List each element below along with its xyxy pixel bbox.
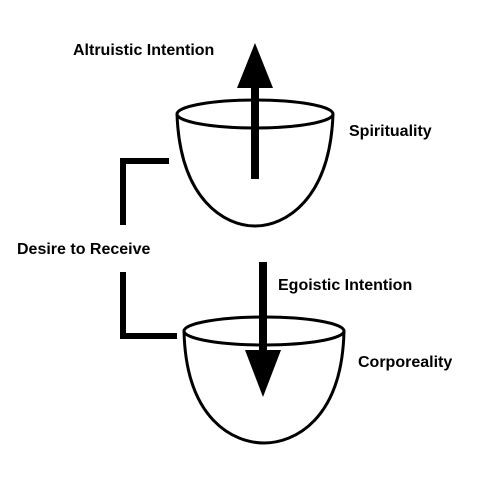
down-arrow-icon [245, 262, 281, 397]
spirituality-label: Spirituality [349, 123, 432, 140]
upper-bracket [120, 158, 169, 225]
down-arrow-head [245, 350, 281, 397]
up-arrow-head [237, 43, 273, 88]
upper-vessel-bowl [175, 113, 335, 228]
up-arrow-icon [237, 43, 273, 179]
desire-to-receive-label: Desire to Receive [17, 241, 151, 258]
desire-bracket [120, 158, 177, 339]
up-arrow-shaft [251, 84, 259, 179]
lower-bracket [120, 272, 177, 339]
down-arrow-shaft [259, 262, 267, 352]
egoistic-intention-label: Egoistic Intention [278, 277, 412, 294]
altruistic-intention-label: Altruistic Intention [73, 42, 214, 59]
lower-vessel-bowl [182, 330, 346, 445]
corporeality-label: Corporeality [358, 354, 452, 371]
